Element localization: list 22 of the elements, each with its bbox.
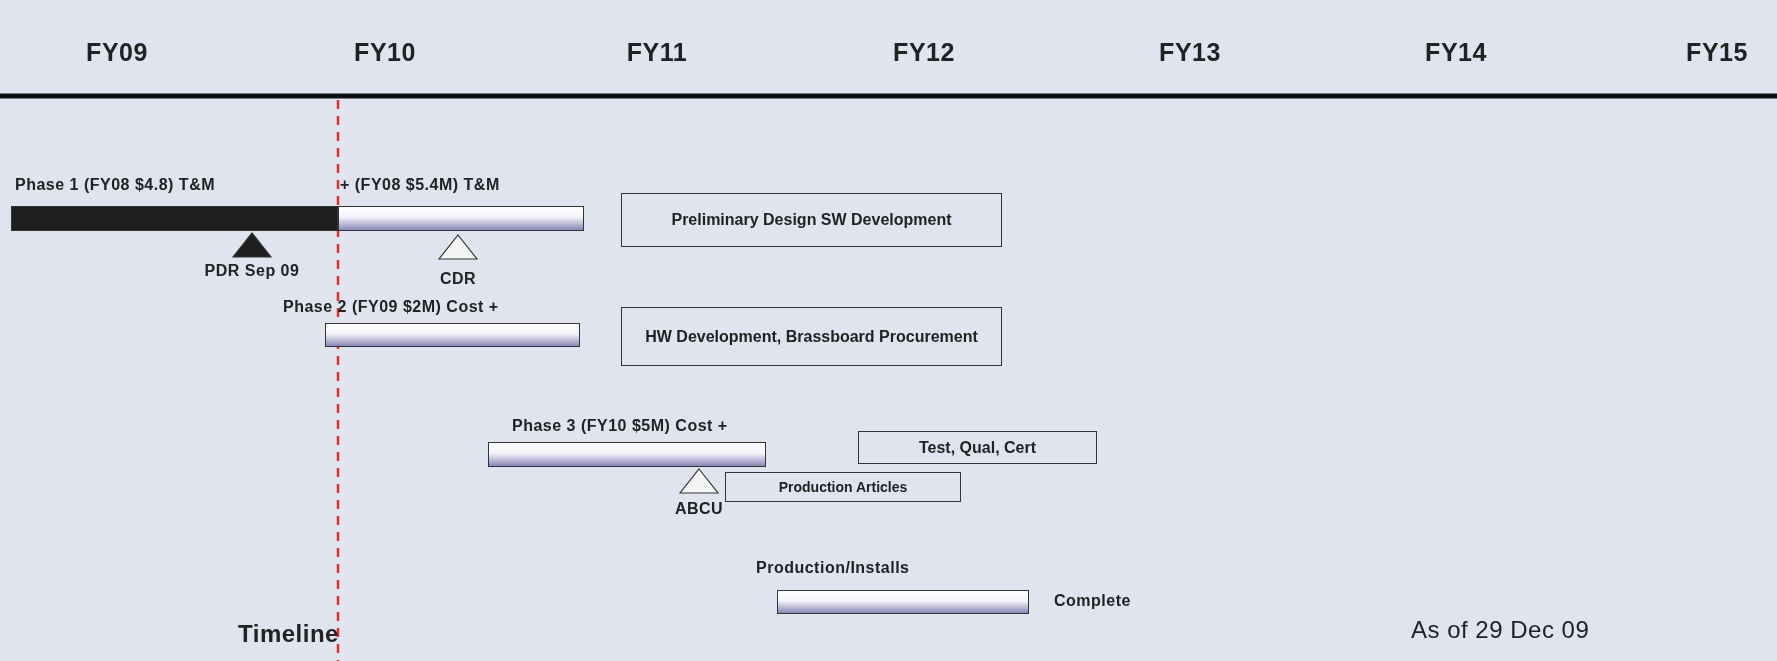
chart-caption: Timeline [238,620,339,648]
task-box: Production Articles [725,472,961,502]
year-header: FY12 [893,38,955,67]
status-label: Complete [1054,592,1131,610]
phase-label: + (FY08 $5.4M) T&M [340,176,500,194]
milestone-label: PDR Sep 09 [204,262,300,280]
phase-label: Production/Installs [756,559,910,577]
phase-label: Phase 2 (FY09 $2M) Cost + [283,298,499,316]
task-box: Test, Qual, Cert [858,431,1097,464]
year-header: FY10 [354,38,416,67]
year-header: FY14 [1425,38,1487,67]
task-box: Preliminary Design SW Development [621,193,1002,247]
year-header: FY15 [1686,38,1748,67]
date-note: As of 29 Dec 09 [1411,616,1590,644]
phase-label: Phase 1 (FY08 $4.8) T&M [15,176,215,194]
milestone-label: CDR [439,270,477,288]
year-header: FY11 [626,38,688,67]
year-header: FY13 [1159,38,1221,67]
phase-label: Phase 3 (FY10 $5M) Cost + [512,417,728,435]
year-header: FY09 [86,38,148,67]
task-box: HW Development, Brassboard Procurement [621,307,1002,366]
milestone-label: ABCU [674,500,724,518]
